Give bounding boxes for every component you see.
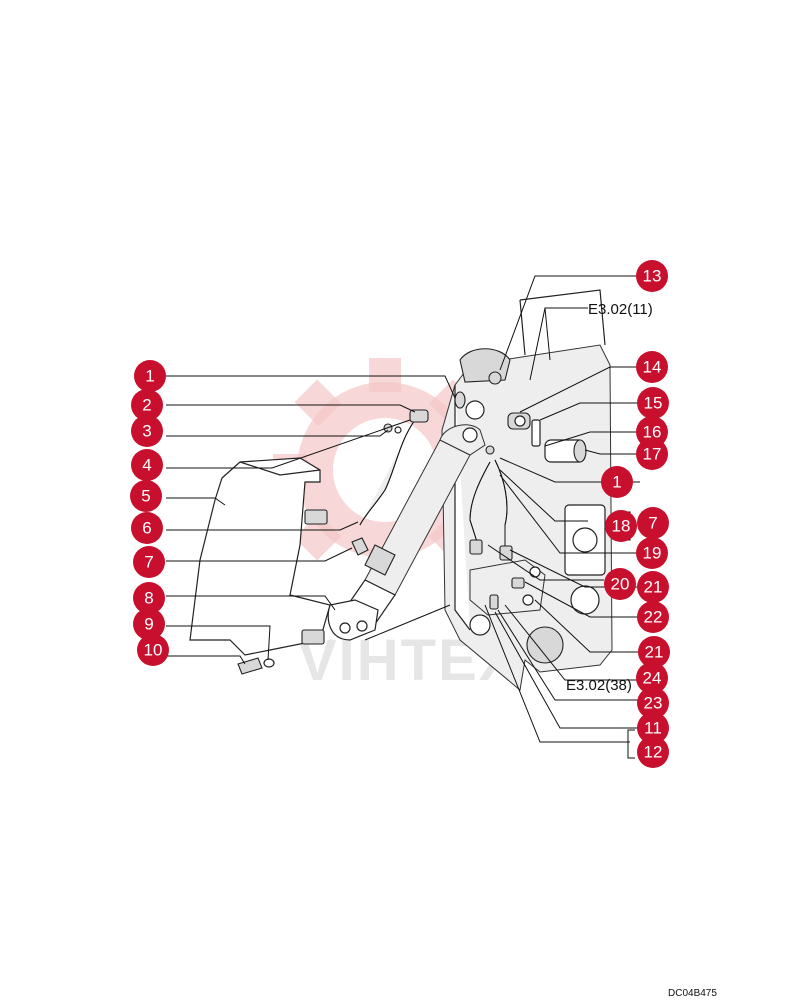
svg-text:15: 15 [644, 394, 663, 413]
hydraulic-cylinder [327, 391, 486, 641]
svg-text:19: 19 [643, 544, 662, 563]
svg-text:4: 4 [142, 456, 151, 475]
balloon-1[interactable]: 1 [134, 360, 166, 392]
svg-text:23: 23 [644, 694, 663, 713]
balloon-14[interactable]: 14 [636, 351, 668, 383]
balloon-9[interactable]: 9 [133, 608, 165, 640]
svg-text:1: 1 [145, 367, 154, 386]
balloon-11[interactable]: 11 [637, 712, 669, 744]
balloon-16[interactable]: 16 [636, 416, 668, 448]
hydraulic-hoses [359, 419, 508, 550]
leader-lines [166, 275, 640, 759]
svg-text:8: 8 [144, 589, 153, 608]
references: E3.02(11) E3.02(38) [566, 301, 653, 694]
balloon-7-right[interactable]: 7 [637, 507, 669, 539]
balloon-21-lower[interactable]: 21 [638, 636, 670, 668]
svg-text:17: 17 [643, 445, 662, 464]
balloon-17[interactable]: 17 [636, 438, 668, 470]
svg-text:16: 16 [643, 423, 662, 442]
balloon-2[interactable]: 2 [131, 389, 163, 421]
reference-e3-02-11: E3.02(11) [588, 301, 653, 318]
svg-text:11: 11 [644, 719, 662, 738]
svg-text:3: 3 [142, 422, 151, 441]
svg-text:2: 2 [142, 396, 151, 415]
balloon-1-right[interactable]: 1 [601, 466, 633, 498]
balloon-15[interactable]: 15 [637, 387, 669, 419]
cylinder-guard [189, 457, 331, 675]
balloon-10[interactable]: 10 [137, 634, 169, 666]
balloon-18[interactable]: 18 [605, 510, 637, 542]
svg-text:22: 22 [644, 608, 663, 627]
balloon-13[interactable]: 13 [636, 260, 668, 292]
svg-text:6: 6 [142, 519, 151, 538]
svg-text:20: 20 [611, 575, 630, 594]
svg-text:9: 9 [144, 615, 153, 634]
balloon-24[interactable]: 24 [636, 662, 668, 694]
balloon-7-left[interactable]: 7 [133, 546, 165, 578]
svg-text:21: 21 [645, 643, 664, 662]
svg-text:7: 7 [144, 553, 153, 572]
svg-text:24: 24 [643, 669, 662, 688]
balloon-20[interactable]: 20 [604, 568, 636, 600]
balloons: 1 2 3 4 5 6 7 8 9 10 13 14 15 16 17 1 18… [130, 260, 670, 768]
svg-text:5: 5 [141, 487, 150, 506]
balloon-21-upper[interactable]: 21 [637, 571, 669, 603]
svg-text:18: 18 [612, 517, 631, 536]
balloon-22[interactable]: 22 [637, 601, 669, 633]
balloon-8[interactable]: 8 [133, 582, 165, 614]
balloon-5[interactable]: 5 [130, 480, 162, 512]
svg-text:7: 7 [648, 514, 657, 533]
drawing-code: DC04B475 [668, 988, 717, 999]
top-fittings [488, 371, 587, 463]
svg-text:13: 13 [643, 267, 662, 286]
svg-text:10: 10 [144, 641, 163, 660]
svg-text:1: 1 [612, 473, 621, 492]
reference-e3-02-38: E3.02(38) [566, 677, 632, 694]
balloon-6[interactable]: 6 [131, 512, 163, 544]
valve-block [469, 539, 546, 616]
svg-text:14: 14 [643, 358, 662, 377]
balloon-23[interactable]: 23 [637, 687, 669, 719]
balloon-12[interactable]: 12 [637, 736, 669, 768]
balloon-3[interactable]: 3 [131, 415, 163, 447]
svg-text:12: 12 [644, 743, 663, 762]
balloon-4[interactable]: 4 [131, 449, 163, 481]
balloon-19[interactable]: 19 [636, 537, 668, 569]
lift-housing [441, 289, 613, 691]
svg-text:21: 21 [644, 578, 663, 597]
